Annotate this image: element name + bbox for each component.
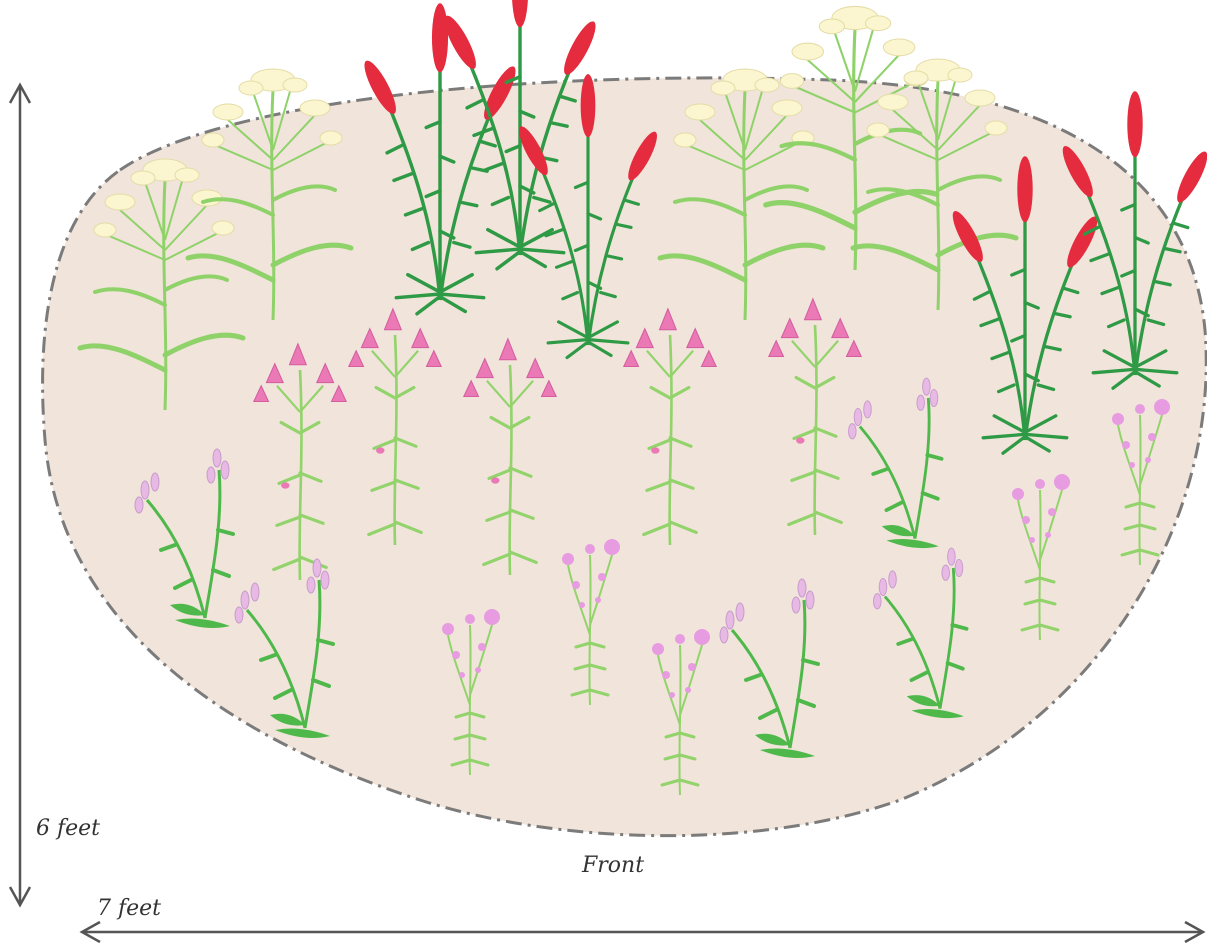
width-label: 7 feet	[97, 896, 161, 921]
height-dimension-arrow	[10, 85, 30, 905]
front-label: Front	[582, 853, 644, 878]
height-label: 6 feet	[36, 816, 100, 841]
width-dimension-arrow	[82, 922, 1203, 942]
